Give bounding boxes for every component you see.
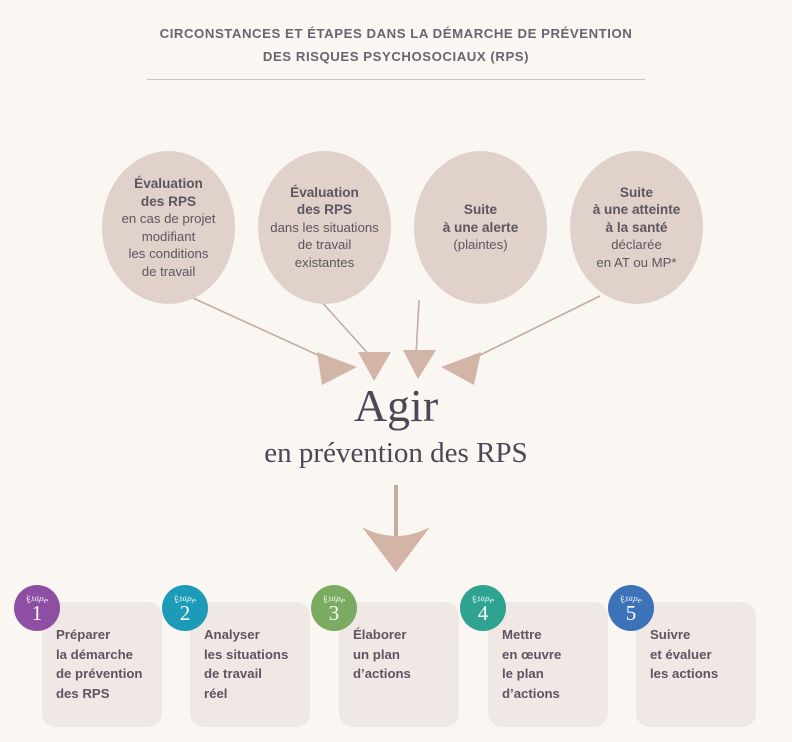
step-5-line-2: et évaluer — [650, 646, 712, 662]
step-1-number: 1 — [31, 601, 43, 625]
arrow-line-1 — [192, 297, 334, 363]
step-3-card-body — [339, 602, 459, 727]
circle-4-bold-1: Suite — [619, 184, 654, 200]
title-line-2: DES RISQUES PSYCHOSOCIAUX (RPS) — [262, 49, 530, 64]
step-3-badge: Étape 3 — [311, 585, 357, 631]
step-1-line-1: Préparer — [56, 627, 111, 642]
step-2-card-body — [190, 602, 310, 727]
circle-4-bold-3: à la santé — [605, 219, 668, 235]
step-3-badge-arc: Étape — [320, 593, 347, 606]
circle-4-plain-1: déclarée — [611, 237, 662, 253]
step-3-line-3: d’actions — [353, 666, 411, 681]
arrow-line-4 — [465, 295, 601, 363]
step-1-card-body — [42, 602, 162, 727]
step-1-line-3: de prévention — [56, 666, 143, 681]
title-line-1: CIRCONSTANCES ET ÉTAPES DANS LA DÉMARCHE… — [159, 26, 633, 41]
circle-1-bold-2: des RPS — [140, 193, 197, 209]
circle-4-bold-2: à une atteinte — [592, 202, 681, 218]
circle-1-bold-1: Évaluation — [134, 176, 203, 191]
arrow-head-3 — [403, 350, 436, 379]
title-divider — [147, 79, 645, 80]
step-5-line-3: les actions — [650, 666, 719, 681]
circle-3-text: Suite à une alerte (plaintes) — [437, 201, 525, 254]
circle-3-bold-1: Suite — [463, 202, 498, 218]
step-card-3[interactable]: Étape 3 Élaborer un plan d’actions — [311, 585, 459, 730]
page-title: CIRCONSTANCES ET ÉTAPES DANS LA DÉMARCHE… — [146, 22, 646, 80]
center-sub-text: en prévention des RPS — [264, 437, 528, 469]
circle-1-text: Évaluation des RPS en cas de projet modi… — [116, 175, 222, 280]
step-4-line-1: Mettre — [502, 627, 542, 642]
step-3-line-2: un plan — [353, 646, 400, 662]
circle-evaluation-existant: Évaluation des RPS dans les situations d… — [258, 151, 391, 304]
circle-1-plain-1: en cas de projet — [121, 211, 216, 226]
step-4-badge-arc: Étape — [469, 593, 496, 606]
circle-2-bold-2: des RPS — [296, 202, 353, 218]
step-4-number: 4 — [477, 601, 489, 625]
circle-suite-atteinte-sante: Suite à une atteinte à la santé déclarée… — [570, 151, 703, 304]
step-1-label: Préparer la démarche de prévention des R… — [56, 625, 161, 703]
step-card-5[interactable]: Étape 5 Suivre et évaluer les actions — [608, 585, 756, 730]
step-3-label: Élaborer un plan d’actions — [353, 625, 458, 684]
step-5-label: Suivre et évaluer les actions — [650, 625, 755, 684]
step-2-line-3: de travail — [204, 666, 262, 681]
circle-4-plain-2: en AT ou MP* — [596, 254, 677, 270]
step-4-card-body — [488, 602, 608, 727]
step-2-number: 2 — [179, 601, 191, 625]
step-5-card-body — [636, 602, 756, 727]
step-5-line-1: Suivre — [650, 627, 691, 642]
step-2-label: Analyser les situations de travail réel — [204, 625, 309, 703]
step-1-badge-arc: Étape — [23, 593, 50, 606]
step-card-2[interactable]: Étape 2 Analyser les situations de trava… — [162, 585, 310, 730]
center-main-text: Agir — [353, 380, 439, 431]
circle-suite-alerte: Suite à une alerte (plaintes) — [414, 151, 547, 304]
step-4-line-3: le plan — [502, 666, 544, 681]
step-4-line-4: d’actions — [502, 685, 560, 701]
circle-2-plain-2: de travail — [297, 237, 352, 253]
arrow-head-2 — [358, 352, 391, 381]
step-2-line-1: Analyser — [204, 627, 260, 642]
step-5-badge-arc: Étape — [617, 593, 644, 606]
steps-row: Étape 1 Préparer la démarche de préventi… — [0, 585, 792, 730]
step-2-line-2: les situations — [204, 646, 289, 662]
step-4-label: Mettre en œuvre le plan d’actions — [502, 625, 607, 703]
step-5-badge: Étape 5 — [608, 585, 654, 631]
circle-3-plain-1: (plaintes) — [453, 237, 508, 253]
step-4-badge: Étape 4 — [460, 585, 506, 631]
step-1-line-2: la démarche — [56, 646, 133, 662]
arrow-head-down — [362, 527, 430, 572]
circle-2-bold-1: Évaluation — [290, 184, 359, 200]
circle-1-plain-4: de travail — [141, 263, 196, 279]
step-card-1[interactable]: Étape 1 Préparer la démarche de préventi… — [14, 585, 162, 730]
step-3-line-1: Élaborer — [353, 627, 407, 642]
step-4-line-2: en œuvre — [502, 646, 562, 662]
circle-evaluation-projet: Évaluation des RPS en cas de projet modi… — [102, 151, 235, 304]
step-3-number: 3 — [328, 601, 340, 625]
circle-1-plain-3: les conditions — [128, 246, 209, 261]
circle-2-text: Évaluation des RPS dans les situations d… — [264, 184, 385, 272]
step-2-badge: Étape 2 — [162, 585, 208, 631]
step-2-line-4: réel — [204, 685, 228, 701]
step-1-line-4: des RPS — [56, 685, 110, 701]
circle-2-plain-3: existantes — [294, 254, 355, 270]
circle-1-plain-2: modifiant — [141, 228, 196, 244]
step-5-number: 5 — [625, 601, 637, 625]
circle-3-bold-2: à une alerte — [442, 219, 519, 235]
arrow-line-2 — [319, 299, 373, 359]
step-1-badge: Étape 1 — [14, 585, 60, 631]
step-card-4[interactable]: Étape 4 Mettre en œuvre le plan d’action… — [460, 585, 608, 730]
center-callout: Agir en prévention des RPS — [146, 380, 646, 472]
circle-2-plain-1: dans les situations — [270, 219, 379, 235]
arrow-line-3 — [415, 299, 420, 357]
circle-4-text: Suite à une atteinte à la santé déclarée… — [587, 184, 687, 272]
step-2-badge-arc: Étape — [171, 593, 198, 606]
